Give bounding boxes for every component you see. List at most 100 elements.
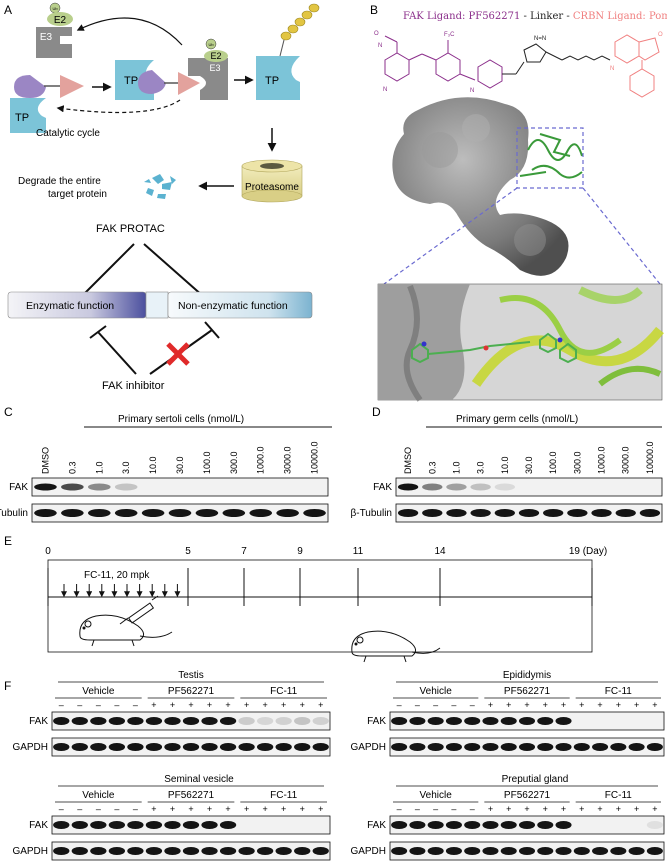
treatment-sign: –: [397, 804, 402, 814]
blot-band: [61, 483, 84, 491]
blot-band: [249, 509, 273, 517]
blot-band: [294, 743, 311, 751]
blot-band: [391, 821, 408, 829]
group-label: Vehicle: [420, 686, 453, 697]
blot-band: [182, 847, 200, 855]
e3-label: E3: [40, 32, 53, 43]
blot-band: [53, 847, 70, 855]
treatment-sign: +: [281, 700, 286, 710]
tissue-title: Testis: [178, 670, 204, 681]
blot-band: [312, 717, 329, 725]
blot-band: [482, 821, 499, 829]
group-label: FC-11: [605, 790, 632, 801]
blot-band: [639, 509, 661, 517]
lane-label: 3000.0: [283, 446, 293, 474]
treatment-sign: –: [77, 700, 82, 710]
lane-label: 300.0: [572, 451, 582, 474]
treatment-sign: –: [433, 700, 438, 710]
blot-band: [464, 821, 481, 829]
treatment-sign: +: [579, 804, 584, 814]
treatment-sign: –: [470, 804, 475, 814]
blot-band: [500, 717, 517, 725]
blot-band: [537, 717, 554, 725]
blot-band: [164, 821, 181, 829]
treatment-sign: +: [263, 700, 268, 710]
blot-band: [628, 743, 645, 751]
fak-ligand-label: FAK Ligand: PF562271: [403, 11, 520, 22]
treatment-sign: +: [263, 804, 268, 814]
blot-band: [445, 821, 462, 829]
blot-band: [312, 847, 329, 855]
blot-band: [646, 847, 663, 855]
svg-text:N: N: [378, 43, 382, 49]
fak-protac-label: FAK PROTAC: [96, 223, 165, 235]
treatment-sign: +: [225, 700, 230, 710]
blot-band: [482, 847, 499, 855]
tp-icon: [256, 56, 300, 100]
blot-band: [53, 821, 70, 829]
blot-band: [409, 847, 426, 855]
blot-band: [53, 743, 70, 751]
treatment-sign: +: [244, 804, 249, 814]
blot-band: [391, 743, 408, 751]
blot-band: [555, 743, 572, 751]
blot-band: [615, 509, 636, 517]
treatment-sign: +: [506, 804, 511, 814]
blot-band: [518, 847, 536, 855]
group-label: FC-11: [605, 686, 632, 697]
group-label: Vehicle: [82, 790, 115, 801]
treatment-sign: +: [151, 804, 156, 814]
blot-band: [518, 717, 536, 725]
blot-band: [537, 847, 554, 855]
lane-label: 30.0: [524, 456, 534, 474]
tissue-title: Preputial gland: [502, 774, 569, 785]
blot-band: [164, 717, 181, 725]
treatment-sign: +: [170, 700, 175, 710]
treatment-sign: –: [77, 804, 82, 814]
lane-label: 100.0: [202, 451, 212, 474]
panel-c-title: Primary sertoli cells (nmol/L): [118, 414, 244, 425]
svg-text:N: N: [470, 88, 474, 94]
blot-band: [500, 821, 517, 829]
blot-band: [276, 509, 299, 517]
lane-label: 300.0: [229, 451, 239, 474]
ligand-title: FAK Ligand: PF562271 - Linker - CRBN Lig…: [403, 11, 667, 22]
blot-band: [108, 821, 126, 829]
blot-band: [87, 483, 111, 491]
blot-band: [573, 847, 590, 855]
degrade-label-line2: target protein: [48, 189, 107, 200]
e3-icon: [188, 58, 228, 100]
mouse-icon: [351, 630, 441, 663]
blot-band: [422, 509, 443, 517]
blot-band: [391, 847, 408, 855]
fak-inhibitor-label: FAK inhibitor: [102, 380, 165, 392]
e2-icon: [47, 12, 73, 26]
dose-label: FC-11, 20 mpk: [84, 570, 150, 581]
treatment-sign: +: [188, 804, 193, 814]
svg-text:N: N: [383, 87, 387, 93]
blot-band: [543, 509, 564, 517]
blot-band: [464, 847, 481, 855]
panel-d-letter: D: [372, 405, 381, 419]
blot-band: [537, 821, 554, 829]
blot-band: [238, 847, 255, 855]
lane-label: 1.0: [94, 461, 104, 474]
day-tick-label: 9: [297, 546, 303, 557]
panel-a-letter: A: [4, 3, 12, 17]
enzymatic-function-label: Enzymatic function: [26, 300, 114, 312]
blot-row-label: FAK: [29, 716, 48, 727]
blot-band: [127, 847, 144, 855]
e3-e2-complex-top: Ub E2 E3: [36, 2, 73, 58]
treatment-sign: +: [207, 700, 212, 710]
blot-band: [294, 847, 311, 855]
treatment-sign: +: [652, 700, 657, 710]
blot-band: [71, 821, 88, 829]
ub-icon: [205, 38, 217, 50]
blot-band: [164, 847, 181, 855]
blot-row-label: β-Tubulin: [0, 508, 28, 519]
group-label: PF562271: [504, 686, 551, 697]
treatment-sign: –: [415, 804, 420, 814]
treatment-sign: +: [634, 700, 639, 710]
blot-band: [61, 509, 84, 517]
